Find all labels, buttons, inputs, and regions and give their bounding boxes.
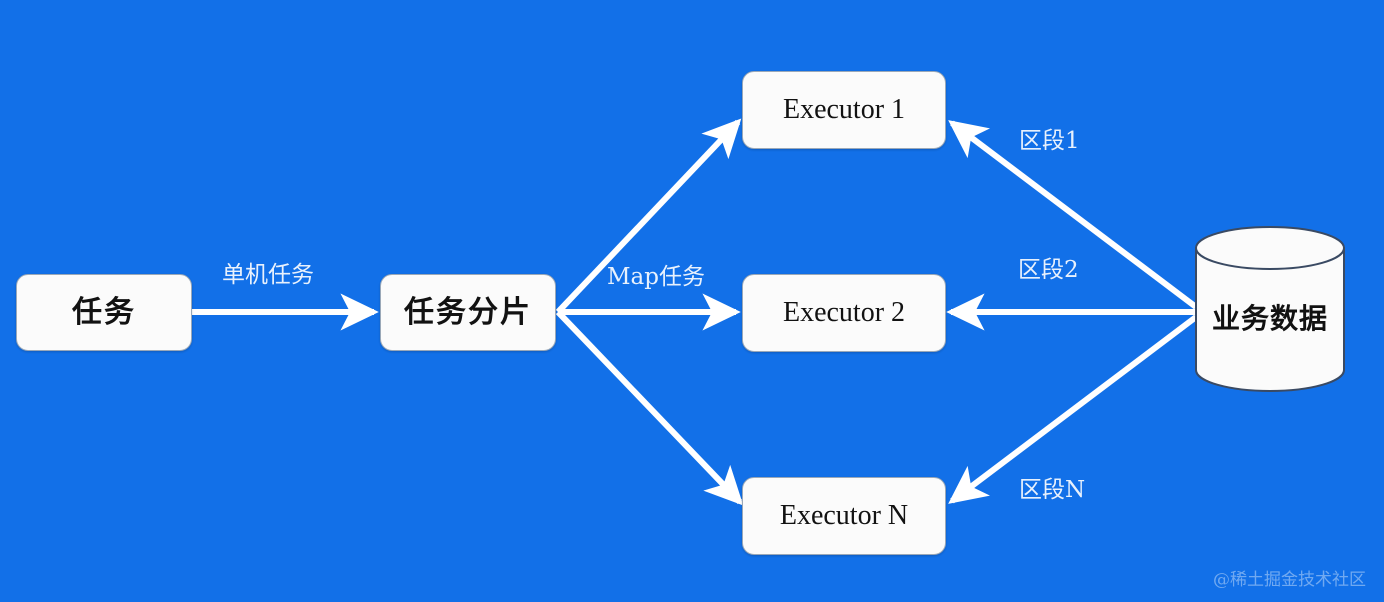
- node-executor-1[interactable]: Executor 1: [742, 71, 946, 149]
- node-executor-2-label: Executor 2: [782, 297, 906, 328]
- watermark: @稀土掘金技术社区: [1213, 570, 1366, 590]
- edge-label-map-task: Map任务: [607, 264, 705, 290]
- node-task-shard-label: 任务分片: [404, 294, 532, 330]
- node-executor-n-label: Executor N: [779, 500, 909, 531]
- edge-label-segment-2: 区段2: [1018, 257, 1079, 283]
- database-cylinder-icon: [1195, 226, 1345, 392]
- node-business-database-label: 业务数据: [1211, 302, 1328, 335]
- node-executor-1-label: Executor 1: [782, 94, 906, 125]
- edge-shard-to-execn: [555, 309, 744, 506]
- edge-label-segment-1: 区段1: [1019, 128, 1080, 154]
- edge-label-segment-n: 区段N: [1019, 477, 1086, 503]
- node-executor-n[interactable]: Executor N: [742, 477, 946, 555]
- node-executor-2[interactable]: Executor 2: [742, 274, 946, 352]
- edge-db-to-exec1: [948, 120, 1198, 310]
- node-task-label: 任务: [72, 294, 136, 330]
- edge-db-to-execn: [948, 314, 1198, 504]
- node-task-shard[interactable]: 任务分片: [380, 274, 556, 351]
- node-business-database[interactable]: [1194, 226, 1346, 392]
- node-task[interactable]: 任务: [16, 274, 192, 351]
- edge-shard-to-exec1: [555, 118, 742, 315]
- edge-label-single-machine-task: 单机任务: [222, 262, 314, 288]
